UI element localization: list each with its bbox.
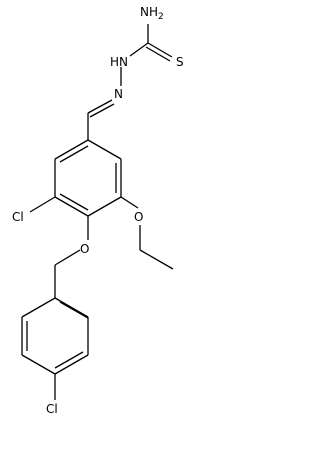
bond-ring-cl xyxy=(29,196,56,213)
bond-n-ch-2 xyxy=(89,103,115,118)
ring2-bond-6 xyxy=(21,297,56,318)
ring-bond-6 xyxy=(54,139,89,160)
atom-nh2: NH2 xyxy=(140,5,164,22)
bond-c-s-2 xyxy=(145,46,171,62)
atom-o-ethoxy: O xyxy=(134,210,143,224)
ring-bond-6-inner xyxy=(59,145,89,163)
atom-cl-ring: Cl xyxy=(12,210,24,224)
ring2-bond-1-inner xyxy=(59,301,89,319)
bond-n-ch-1 xyxy=(87,99,113,114)
ring2-bond-3-inner xyxy=(54,351,84,369)
ring-bond-4 xyxy=(54,196,89,217)
atom-labels: NH2 S HN N Cl O O Cl xyxy=(12,5,184,416)
bond-o-ch2-benzyl xyxy=(54,249,81,266)
atom-nh2-main: NH xyxy=(140,5,158,19)
ring-bond-4-inner xyxy=(59,193,89,211)
bond-ring-o-ethoxy xyxy=(120,196,139,209)
bond-ch2-ch3 xyxy=(139,249,174,270)
ring2-bond-3 xyxy=(54,354,89,375)
atom-nh: HN xyxy=(110,55,128,69)
atom-o-ether: O xyxy=(80,242,89,256)
molecule-diagram: NH2 S HN N Cl O O Cl xyxy=(12,5,184,416)
ring2-bond-1 xyxy=(54,297,89,318)
atom-n: N xyxy=(114,87,123,101)
atom-s: S xyxy=(176,55,184,69)
atom-cl-benzyl: Cl xyxy=(46,402,58,416)
atom-nh2-subscript: 2 xyxy=(158,12,164,22)
ring-bond-3 xyxy=(87,196,122,217)
bond-c-s-1 xyxy=(147,42,173,58)
bond-c-nh xyxy=(129,42,149,57)
bonds xyxy=(21,24,174,400)
ring2-bond-4 xyxy=(21,354,56,375)
ring-bond-1 xyxy=(87,139,122,160)
